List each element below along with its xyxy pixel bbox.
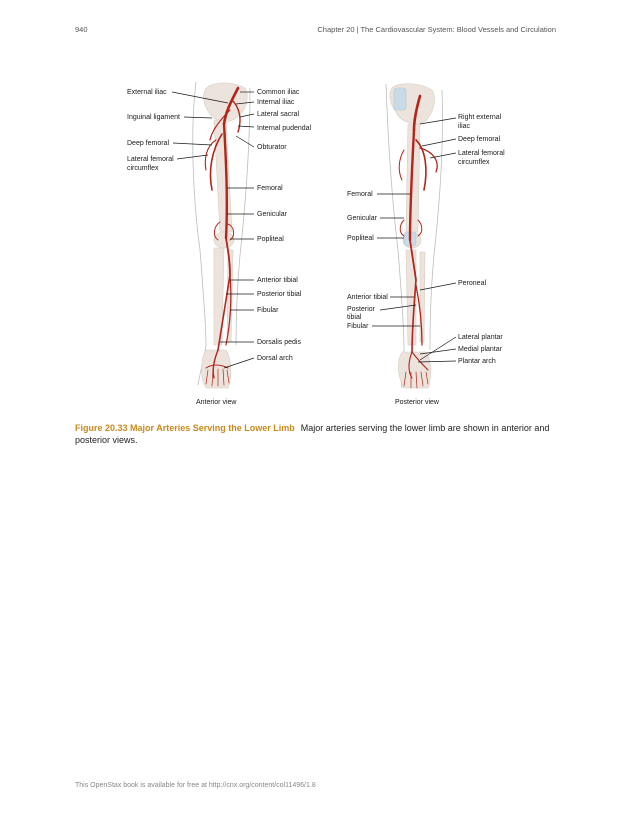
label-external-iliac: External iliac [127, 89, 167, 96]
label-internal-iliac: Internal iliac [257, 99, 295, 106]
posterior-view-label: Posterior view [395, 399, 440, 406]
anterior-leg [192, 81, 251, 389]
label-internal-pudendal: Internal pudendal [257, 125, 312, 132]
label-obturator: Obturator [257, 144, 287, 151]
anterior-leader-lines [171, 91, 255, 369]
label-posterior-tibial: Posterior tibial [257, 291, 302, 298]
label-lateral-femoral: Lateral femoral [127, 156, 174, 163]
label-anterior-tibial-posterior: Anterior tibial [347, 294, 388, 301]
figure-caption-text: Major arteries serving the lower limb ar… [75, 423, 550, 445]
label-fibular: Fibular [257, 307, 279, 314]
label-tibial: tibial [347, 314, 362, 321]
label-circumflex: circumflex [127, 165, 159, 172]
label-genicular: Genicular [257, 211, 288, 218]
label-genicular-posterior: Genicular [347, 215, 378, 222]
label-femoral-posterior: Femoral [347, 191, 373, 198]
lower-limb-arteries-figure: External iliac Inguinal ligament Deep fe… [127, 81, 505, 406]
label-femoral: Femoral [257, 185, 283, 192]
posterior-leg [385, 83, 443, 389]
label-lateral-sacral: Lateral sacral [257, 111, 299, 118]
figure-caption-label: Figure 20.33 Major Arteries Serving the … [75, 423, 295, 433]
label-circumflex-posterior: circumflex [458, 159, 490, 166]
posterior-leader-lines [372, 117, 457, 363]
label-dorsalis-pedis: Dorsalis pedis [257, 339, 301, 346]
label-fibular-posterior: Fibular [347, 323, 369, 330]
label-plantar-arch: Plantar arch [458, 358, 496, 365]
chapter-title: Chapter 20 | The Cardiovascular System: … [317, 25, 556, 34]
label-posterior: Posterior [347, 306, 376, 313]
label-dorsal-arch: Dorsal arch [257, 355, 293, 362]
label-iliac: iliac [458, 123, 471, 130]
label-lateral-femoral-posterior: Lateral femoral [458, 150, 505, 157]
label-popliteal: Popliteal [257, 236, 284, 243]
label-right-external: Right external [458, 114, 502, 121]
page-number: 940 [75, 25, 88, 34]
label-lateral-plantar: Lateral plantar [458, 334, 503, 341]
label-medial-plantar: Medial plantar [458, 346, 503, 353]
label-anterior-tibial: Anterior tibial [257, 277, 298, 284]
anterior-view-label: Anterior view [196, 399, 237, 406]
label-popliteal-posterior: Popliteal [347, 235, 374, 242]
label-deep-femoral-posterior: Deep femoral [458, 136, 500, 143]
label-peroneal: Peroneal [458, 280, 486, 287]
label-common-iliac: Common iliac [257, 89, 300, 96]
figure-caption: Figure 20.33 Major Arteries Serving the … [75, 422, 556, 446]
label-deep-femoral: Deep femoral [127, 140, 169, 147]
page-footer: This OpenStax book is available for free… [75, 782, 316, 789]
label-inguinal-ligament: Inguinal ligament [127, 114, 180, 121]
